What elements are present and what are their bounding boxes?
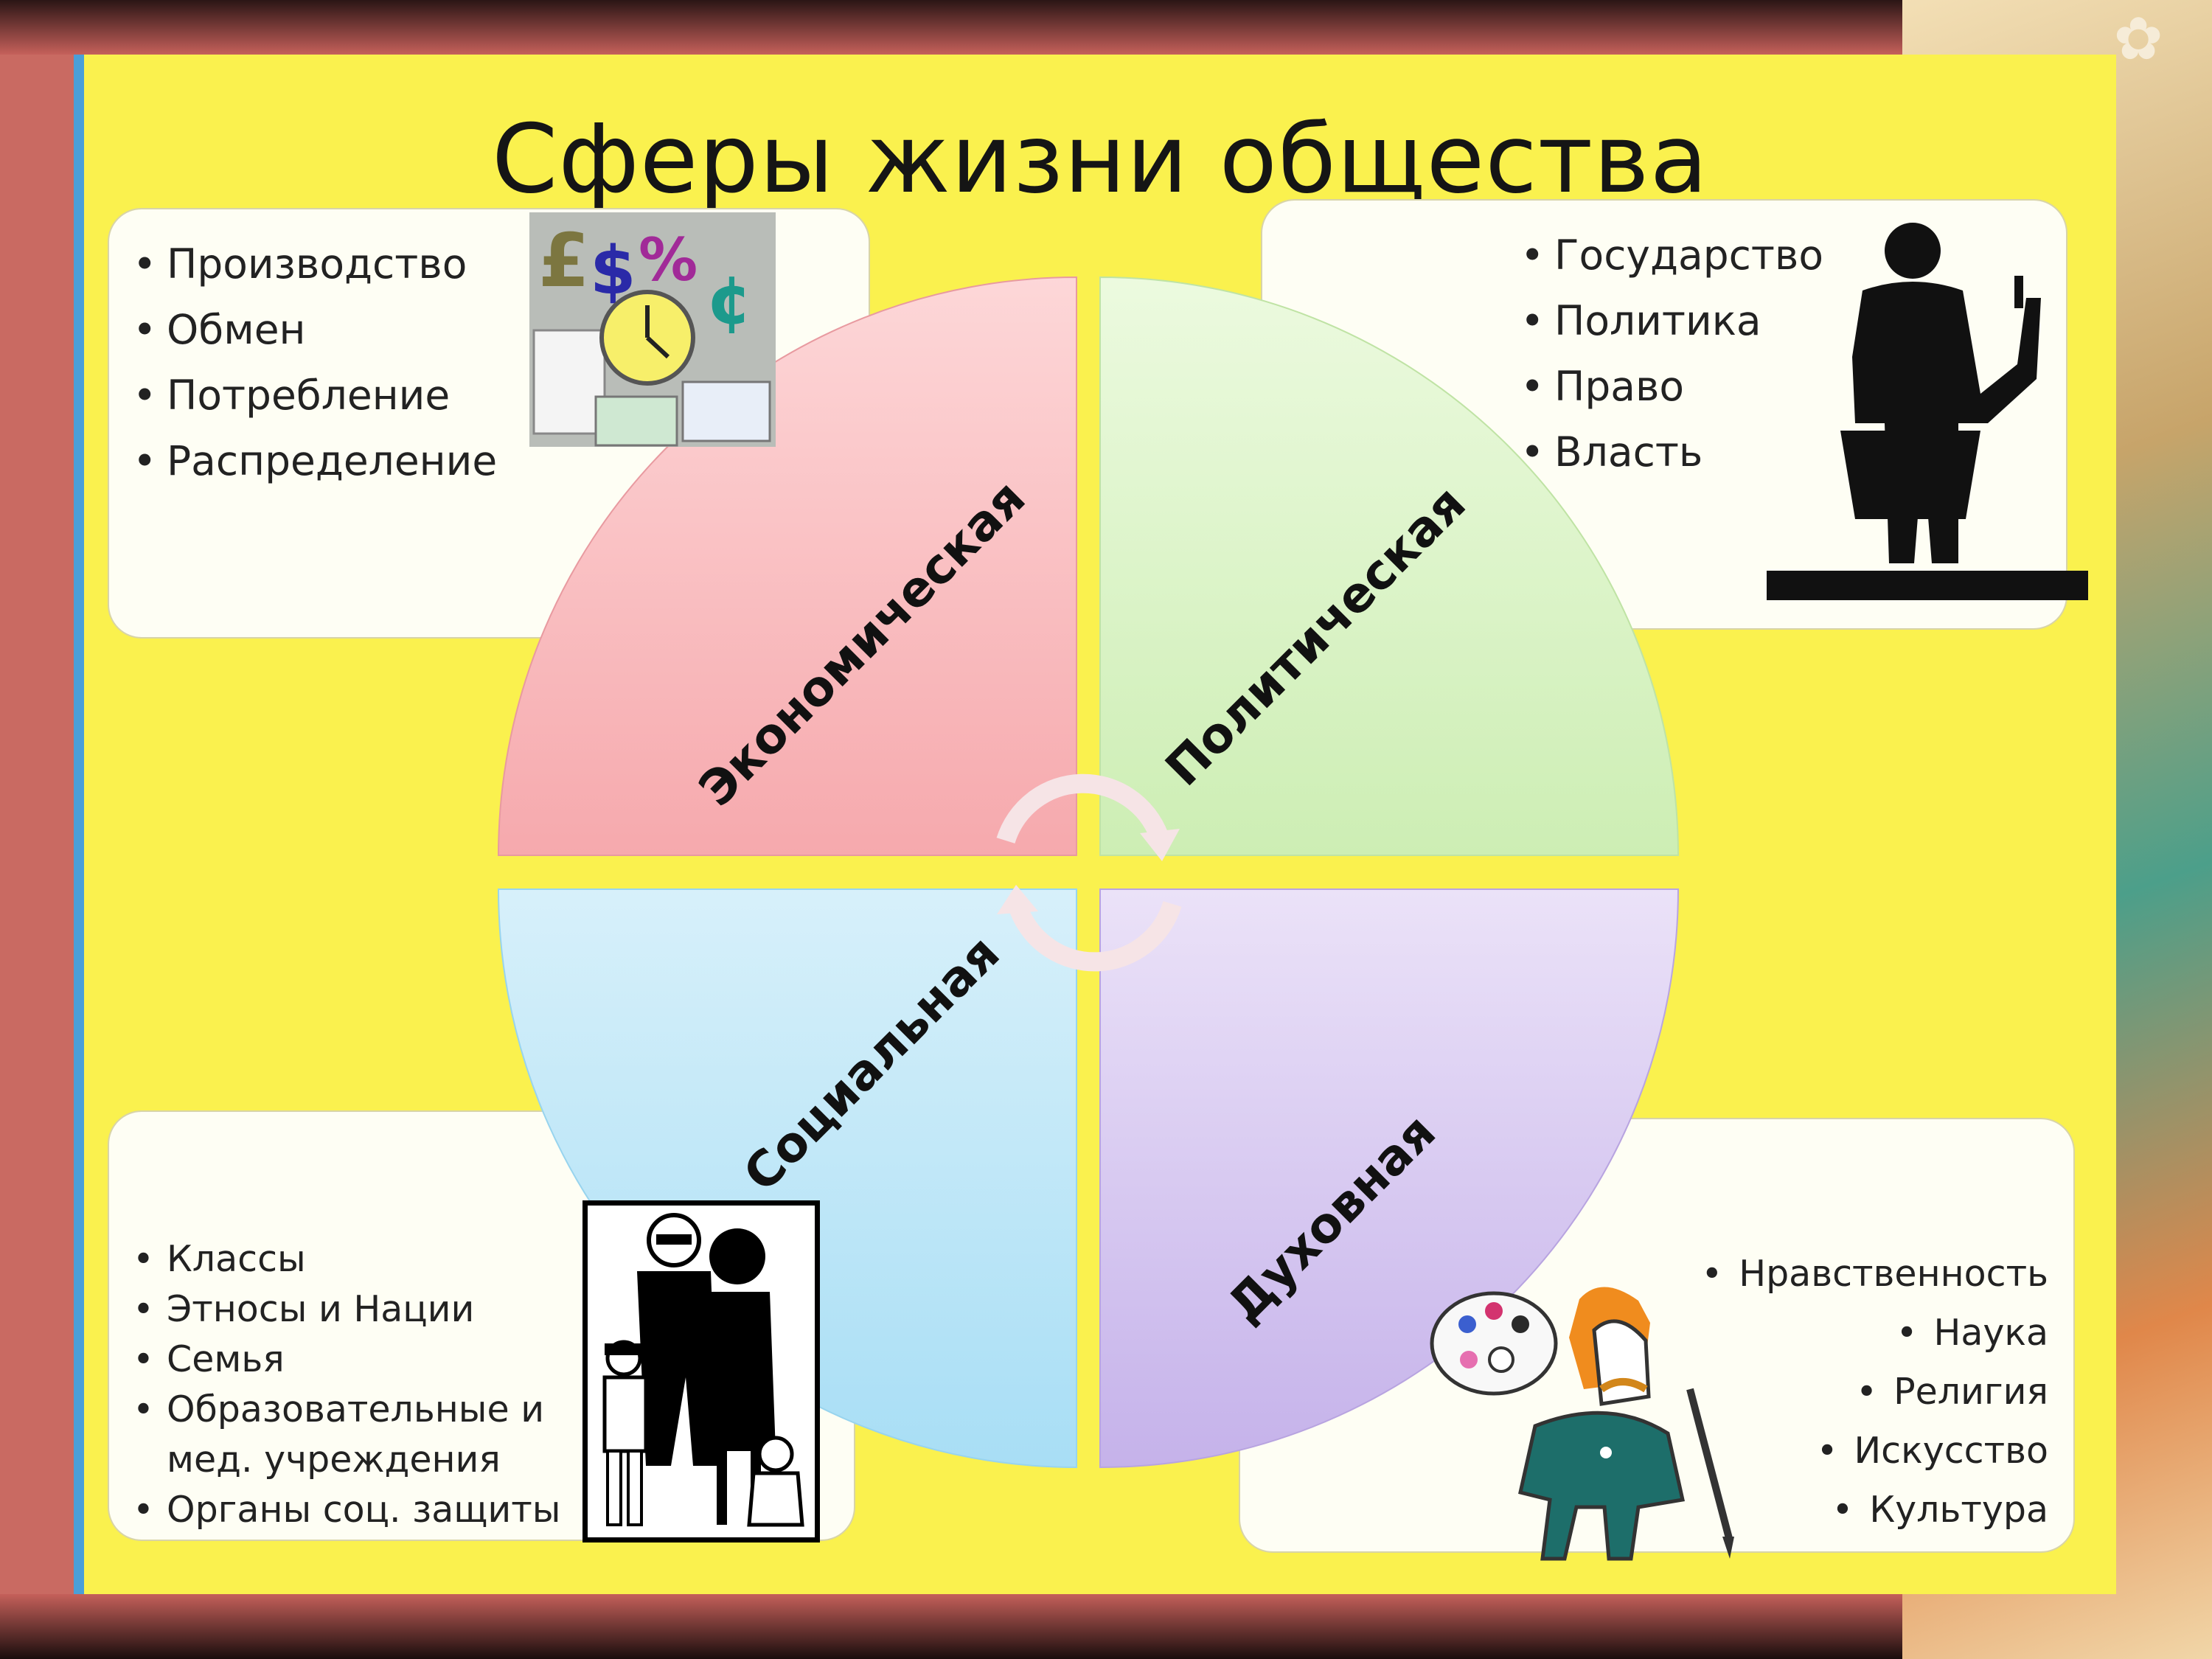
list-item: Политика: [1520, 288, 1823, 354]
list-item: Наука: [1532, 1304, 2049, 1363]
money-clock-icon: £ $ % ¢: [529, 212, 776, 447]
list-item: Право: [1520, 354, 1823, 420]
cycle-arrowhead-bottom: [997, 885, 1038, 914]
orator-icon: [1767, 223, 2088, 600]
list-item: Классы: [133, 1234, 590, 1284]
list-item: Нравственность: [1532, 1245, 2048, 1304]
family-icon: [582, 1200, 820, 1543]
list-item: Семья: [133, 1335, 590, 1385]
spiritual-list: Нравственность Наука Религия Искусство К…: [1532, 1245, 2048, 1540]
list-item: Государство: [1520, 223, 1823, 288]
slide-frame-left: [0, 55, 74, 1594]
economic-list: Производство Обмен Потребление Распредел…: [133, 232, 497, 494]
spheres-circle-diagram: [497, 276, 1680, 1469]
page-title: Сферы жизни общества: [491, 105, 1709, 215]
political-list: Государство Политика Право Власть: [1520, 223, 1823, 485]
slide: Сферы жизни общества Производство Обмен …: [74, 55, 2116, 1594]
list-item: Потребление: [133, 363, 497, 428]
list-item: Этносы и Нации: [133, 1284, 590, 1335]
cycle-arrowhead-top: [1140, 829, 1180, 861]
painter-icon: [1430, 1287, 1734, 1561]
list-item: Власть: [1520, 420, 1823, 485]
political-quadrant: [1099, 276, 1680, 856]
list-item: Образовательные и мед. учреждения: [133, 1385, 590, 1485]
list-item: Производство: [133, 232, 497, 297]
list-item: Искусство: [1532, 1422, 2048, 1481]
svg-text:¢: ¢: [706, 262, 753, 339]
cycle-arrow-top: [996, 773, 1169, 844]
social-list: Классы Этносы и Нации Семья Образователь…: [133, 1234, 590, 1535]
svg-text:%: %: [639, 226, 698, 294]
cycle-arrow-bottom: [1009, 901, 1182, 972]
list-item: Органы соц. защиты: [133, 1485, 590, 1535]
flower-icon: ✿: [2113, 4, 2163, 73]
list-item: Культура: [1532, 1481, 2048, 1540]
economic-quadrant: [497, 276, 1077, 856]
list-item: Религия: [1532, 1363, 2048, 1422]
list-item: Распределение: [133, 428, 497, 494]
list-item: Обмен: [133, 297, 497, 363]
slide-frame-bottom: [0, 1594, 2212, 1659]
svg-text:£: £: [538, 218, 590, 304]
slide-frame-top: [0, 0, 2212, 55]
